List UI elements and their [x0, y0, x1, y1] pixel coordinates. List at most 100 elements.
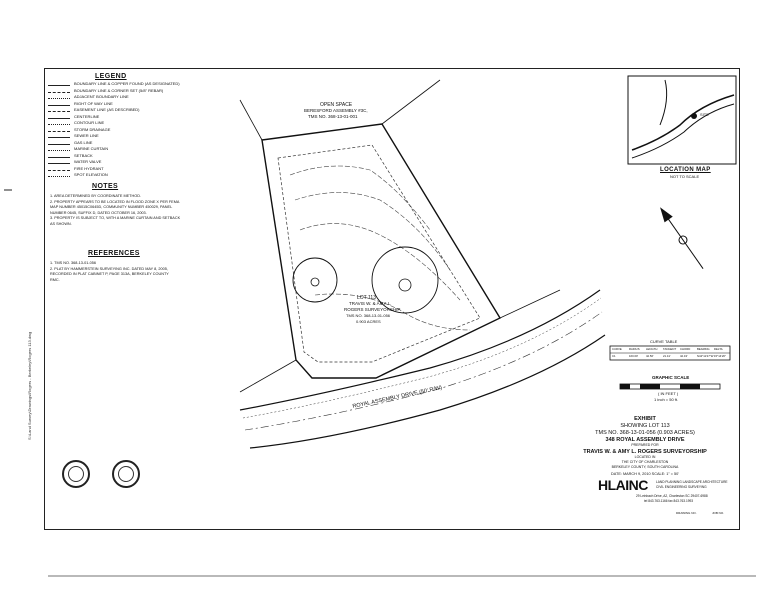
lot-label: LOT 113: [357, 295, 376, 301]
adjacent-boundary-line: [499, 289, 561, 319]
note-line: 2. PROPERTY APPEARS TO BE LOCATED IN FLO…: [50, 199, 180, 204]
lot-owner: TRAVIS W. & AMY L.: [349, 301, 392, 306]
note-line: NUMBER 0645, SUFFIX D, DATED OCTOBER 16,…: [50, 210, 147, 215]
job-number: JOB NO.: [712, 511, 725, 515]
lot-boundary: [261, 123, 501, 379]
adjacent-boundary-line: [239, 359, 297, 393]
tree-symbol: [398, 278, 412, 292]
curve-table-cell: 42.56': [646, 354, 654, 358]
lot-acres: 0.903 ACRES: [356, 319, 381, 324]
location-map-road: [659, 79, 668, 126]
title-location-2: THE CITY OF CHARLESTON: [621, 460, 669, 464]
company-sub-1: LAND PLANNING LANDSCAPE ARCHITECTURE: [656, 480, 728, 484]
legend-line-symbol: [48, 124, 70, 125]
legend-row: EASEMENT LINE (AS DESCRIBED): [48, 107, 198, 115]
curve-table-header: DELTA: [714, 347, 723, 351]
legend-item-label: MARINE CURTAIN: [74, 146, 109, 151]
title-client: TRAVIS W. & AMY L. ROGERS SURVEYORSHIP: [583, 449, 707, 455]
tree-symbol: [292, 257, 338, 303]
curve-table-cell: C1: [612, 354, 616, 358]
road-centerline: [244, 311, 603, 431]
open-space-sub: BERESFORD ASSEMBLY #3C,: [304, 108, 368, 113]
legend-item-label: EASEMENT LINE (AS DESCRIBED): [74, 107, 140, 112]
company-sub-2: CIVIL ENGINEERING SURVEYING: [656, 485, 707, 489]
road-edge: [239, 289, 601, 411]
title-location-1: LOCATED IN: [634, 455, 656, 459]
title-address: 348 ROYAL ASSEMBLY DRIVE: [605, 437, 685, 443]
title-showing: SHOWING LOT 113: [620, 423, 670, 429]
reference-line: 1. TMS NO. 368-13-01-056: [50, 261, 96, 265]
legend-row: RIGHT OF WAY LINE: [48, 100, 198, 109]
lot-owner-2: ROGERS SURVEYORSHIP: [344, 307, 401, 312]
reference-line: 2. PLAT BY HAMMERSTEIN SURVEYING INC. DA…: [50, 266, 168, 271]
location-map-frame: [627, 75, 737, 165]
legend-line-symbol: [48, 104, 70, 106]
legend-line-symbol: [48, 98, 70, 99]
surveyor-seal-right: [112, 460, 140, 488]
curve-table-header: BEARING: [697, 347, 710, 351]
curb-line: [242, 297, 602, 419]
curve-table-cell: 160.00': [629, 354, 639, 358]
note-line: MAP NUMBER 45015C0645D, COMMUNITY NUMBER…: [50, 205, 173, 209]
notes-title: NOTES: [92, 183, 119, 190]
legend-line-symbol: [48, 85, 70, 86]
graphic-scale-title: GRAPHIC SCALE: [652, 375, 690, 380]
curve-table-cell: N42°11'27"W: [697, 354, 714, 358]
location-map-site-label: SITE: [700, 112, 709, 117]
legend-line-symbol: [48, 156, 70, 158]
curve-table-header: CURVE: [612, 347, 622, 351]
title-exhibit: EXHIBIT: [634, 416, 656, 422]
legend-row: GAS LINE: [48, 139, 198, 148]
legend-line-symbol: [48, 143, 70, 145]
curve-table-title: CURVE TABLE: [650, 339, 678, 344]
legend-item-label: SETBACK: [74, 152, 93, 158]
curve-table-header: LENGTH: [646, 347, 658, 351]
lot-tms: TMS NO. 368-13-01-056: [346, 313, 391, 318]
drawing-number: DRAWING NO.: [676, 511, 697, 515]
legend-row: SEWER LINE: [48, 133, 198, 141]
title-date: DATE: MARCH 9, 2010 SCALE: 1" = 50': [611, 472, 679, 476]
references-title: REFERENCES: [88, 250, 140, 257]
legend-item-label: SPOT ELEVATION: [74, 172, 108, 177]
legend-item-label: ADJACENT BOUNDARY LINE: [74, 94, 129, 99]
legend-line-symbol: [48, 137, 70, 138]
curve-table-header: TANGENT: [663, 347, 677, 351]
north-arrow: [660, 207, 704, 269]
location-map-road: [631, 94, 735, 151]
curve-table-cell: 21.41': [663, 354, 671, 358]
legend-row: SETBACK: [48, 152, 198, 161]
legend-line-symbol: [48, 169, 70, 171]
location-map-subtitle: NOT TO SCALE: [670, 174, 700, 179]
legend-line-symbol: [48, 111, 70, 112]
legend-item-label: GAS LINE: [74, 139, 93, 145]
legend-line-symbol: [48, 91, 70, 93]
drawing-sheet-border: [44, 68, 740, 530]
title-location-3: BERKELEY COUNTY, SOUTH CAROLINA: [611, 465, 679, 469]
tree-symbol: [371, 246, 439, 314]
tree-symbol: [310, 277, 320, 287]
legend-item-label: RIGHT OF WAY LINE: [74, 100, 113, 106]
company-phone: tel 843.763.1166 fax 843.763.1993: [644, 499, 694, 503]
open-space-tms: TMS NO. 368-13-01-001: [308, 114, 358, 119]
file-path-margin: S:\Land Survey\Drawings\Rogers - Berkele…: [27, 331, 32, 440]
contour-line: [289, 165, 431, 231]
legend-item-label: WATER VALVE: [74, 159, 102, 164]
company-logo: HLAINC: [598, 477, 648, 493]
legend-line-symbol: [48, 150, 70, 151]
legend-item-label: BOUNDARY LINE & COPPER FOUND (AS DESIGNA…: [74, 81, 180, 86]
legend-item-label: CONTOUR LINE: [74, 120, 105, 125]
legend-item-label: FIRE HYDRANT: [74, 165, 104, 171]
legend-line-symbol: [48, 130, 70, 132]
legend-title: LEGEND: [95, 73, 127, 80]
contour-line: [299, 223, 461, 301]
surveyor-seal-left: [62, 460, 90, 488]
legend-item-label: CENTERLINE: [74, 113, 100, 119]
contour-line: [294, 192, 451, 271]
setback-line: [277, 144, 481, 363]
legend-item-label: STORM DRAINAGE: [74, 126, 111, 132]
open-space-label: OPEN SPACE: [320, 102, 353, 108]
legend-row: BOUNDARY LINE & COPPER FOUND (AS DESIGNA…: [48, 81, 198, 89]
note-line: 1. AREA DETERMINED BY COORDINATE METHOD.: [50, 194, 141, 198]
note-line: 3. PROPERTY IS SUBJECT TO, WITH A MARINE…: [50, 216, 181, 220]
